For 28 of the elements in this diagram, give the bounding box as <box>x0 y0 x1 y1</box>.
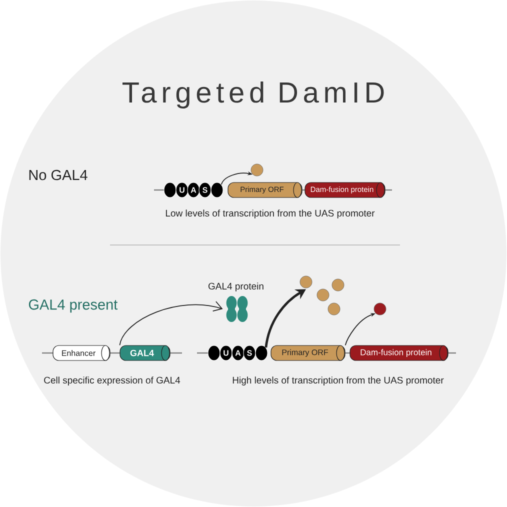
promoter-bead: S <box>198 182 212 198</box>
promoter-bead <box>197 345 220 361</box>
caption: Low levels of transcription from the UAS promoter <box>166 210 375 218</box>
promoter-bead <box>210 182 224 198</box>
title: Targeted DamID <box>122 81 384 109</box>
protein-circle <box>332 278 344 292</box>
gene-cylinder: Dam-fusion protein <box>350 345 456 361</box>
gene-cylinder: Enhancer <box>42 345 120 361</box>
protein-circle <box>316 288 330 302</box>
arrow <box>119 301 223 346</box>
gene-cylinder: Primary ORF <box>270 345 350 361</box>
protein-circle <box>328 302 340 316</box>
promoter-bead <box>154 182 176 198</box>
caption: Cell specific expression of GAL4 <box>44 376 180 386</box>
protein-circle <box>250 164 264 176</box>
promoter-bead <box>255 345 268 361</box>
promoter-bead: A <box>187 182 200 198</box>
section-heading: No GAL4 <box>29 170 88 180</box>
promoter-bead: A <box>232 345 244 361</box>
protein-circle <box>374 302 386 316</box>
protein-label: GAL4 protein <box>208 282 264 292</box>
caption: High levels of transcription from the UAS promoter <box>232 376 444 386</box>
gene-cylinder: GAL4 <box>120 345 182 361</box>
promoter-bead: S <box>243 345 256 361</box>
promoter-bead: U <box>176 182 188 198</box>
section-heading: GAL4 present <box>28 299 118 313</box>
protein-circle <box>300 276 312 288</box>
promoter-bead: U <box>220 345 232 361</box>
